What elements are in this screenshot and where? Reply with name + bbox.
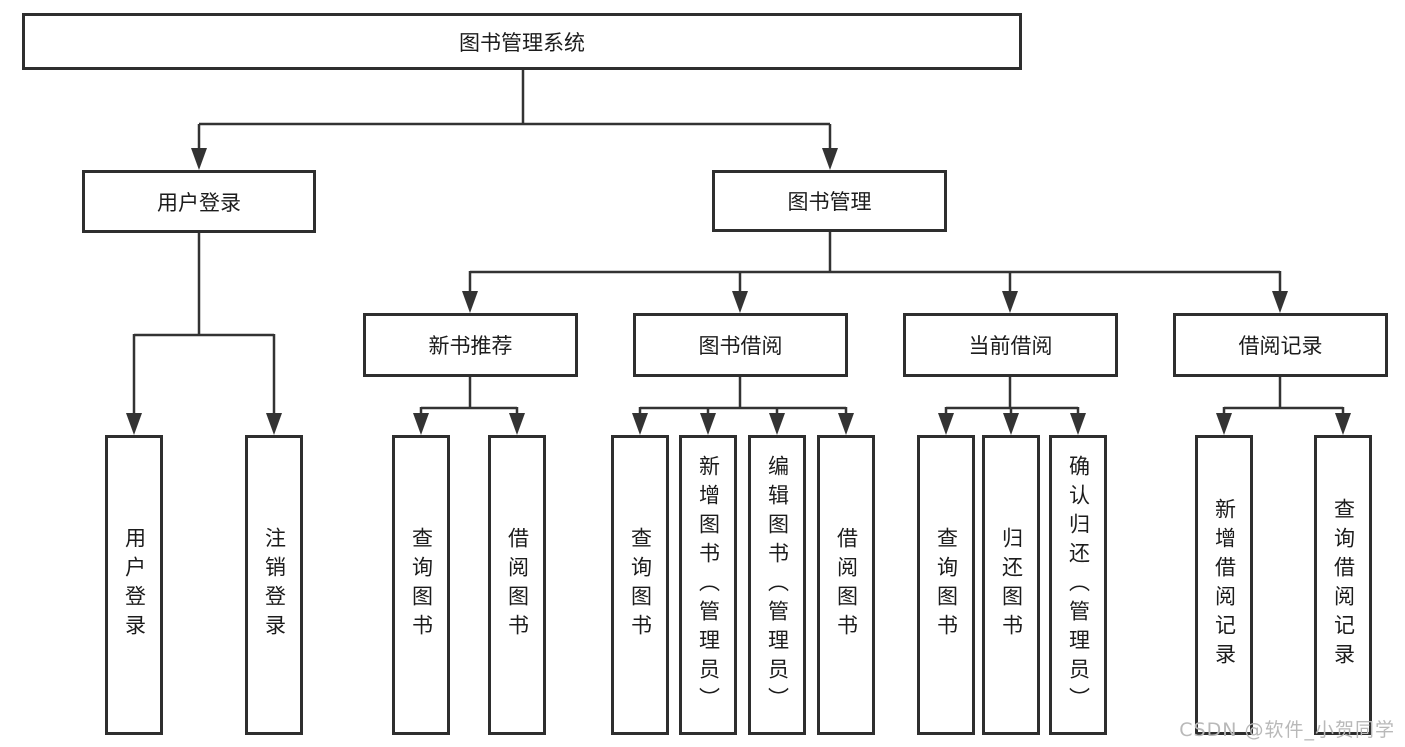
leaf-borrow-borrow-books: 借阅图书: [817, 435, 875, 735]
leaf-borrow-edit-books-admin-label: 编辑图书（管理员）: [765, 454, 790, 716]
node-new-book-recommend-label: 新书推荐: [428, 334, 513, 358]
node-book-management-label: 图书管理: [787, 190, 872, 214]
leaf-current-confirm-return-admin: 确认归还（管理员）: [1049, 435, 1107, 735]
leaf-records-query-borrow-record-label: 查询借阅记录: [1331, 498, 1356, 672]
leaf-newbook-query-books: 查询图书: [392, 435, 450, 735]
leaf-newbook-borrow-books: 借阅图书: [488, 435, 546, 735]
node-new-book-recommend: 新书推荐: [363, 313, 578, 377]
node-current-borrow: 当前借阅: [903, 313, 1118, 377]
leaf-logout: 注销登录: [245, 435, 303, 735]
leaf-borrow-add-books-admin: 新增图书（管理员）: [679, 435, 737, 735]
node-book-management: 图书管理: [712, 170, 947, 232]
leaf-newbook-borrow-books-label: 借阅图书: [505, 527, 530, 643]
connector-book-borrow-to-leaves: [632, 377, 854, 435]
node-current-borrow-label: 当前借阅: [968, 334, 1053, 358]
leaf-current-query-books: 查询图书: [917, 435, 975, 735]
node-book-borrow-label: 图书借阅: [698, 334, 783, 358]
leaf-borrow-query-books: 查询图书: [611, 435, 669, 735]
leaf-borrow-query-books-label: 查询图书: [628, 527, 653, 643]
node-borrow-records-label: 借阅记录: [1238, 334, 1323, 358]
leaf-newbook-query-books-label: 查询图书: [409, 527, 434, 643]
node-borrow-records: 借阅记录: [1173, 313, 1388, 377]
leaf-borrow-add-books-admin-label: 新增图书（管理员）: [696, 454, 721, 716]
leaf-current-query-books-label: 查询图书: [934, 527, 959, 643]
node-root: 图书管理系统: [22, 13, 1022, 70]
node-book-borrow: 图书借阅: [633, 313, 848, 377]
connector-root-to-level2: [191, 70, 838, 170]
leaf-records-query-borrow-record: 查询借阅记录: [1314, 435, 1372, 735]
leaf-current-return-books: 归还图书: [982, 435, 1040, 735]
node-root-label: 图书管理系统: [459, 30, 585, 55]
node-user-login: 用户登录: [82, 170, 316, 233]
connector-current-borrow-to-leaves: [938, 377, 1086, 435]
connector-book-management-to-level3: [462, 232, 1288, 313]
connector-borrow-records-to-leaves: [1216, 377, 1351, 435]
csdn-watermark: CSDN @软件_小贺同学: [1179, 719, 1395, 741]
connector-user-login-to-leaves: [126, 233, 282, 435]
leaf-borrow-borrow-books-label: 借阅图书: [834, 527, 859, 643]
node-user-login-label: 用户登录: [157, 190, 241, 215]
leaf-records-add-borrow-record: 新增借阅记录: [1195, 435, 1253, 735]
leaf-user-login-label: 用户登录: [122, 527, 147, 643]
leaf-logout-label: 注销登录: [262, 527, 287, 643]
leaf-current-return-books-label: 归还图书: [999, 527, 1024, 643]
connector-new-book-recommend-to-leaves: [413, 377, 525, 435]
leaf-records-add-borrow-record-label: 新增借阅记录: [1212, 498, 1237, 672]
leaf-current-confirm-return-admin-label: 确认归还（管理员）: [1066, 454, 1091, 716]
leaf-borrow-edit-books-admin: 编辑图书（管理员）: [748, 435, 806, 735]
leaf-user-login: 用户登录: [105, 435, 163, 735]
